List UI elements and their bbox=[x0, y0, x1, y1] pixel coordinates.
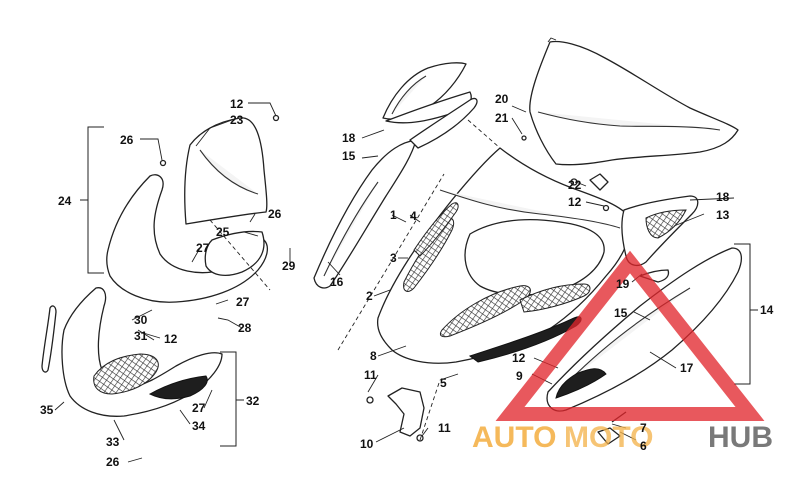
callout-9: 9 bbox=[516, 369, 523, 383]
callout-12: 12 bbox=[568, 195, 582, 209]
callout-32: 32 bbox=[246, 394, 260, 408]
watermark-logo: AUTO MOTO HUB bbox=[472, 250, 773, 454]
callout-12: 12 bbox=[512, 351, 526, 365]
watermark-triangle bbox=[495, 250, 765, 421]
callout-24: 24 bbox=[58, 194, 72, 208]
callout-18: 18 bbox=[342, 131, 356, 145]
callout-12: 12 bbox=[230, 97, 244, 111]
side-trim-strip bbox=[313, 97, 478, 289]
group-brackets bbox=[80, 126, 758, 447]
callout-14: 14 bbox=[760, 303, 774, 317]
windshield bbox=[529, 37, 739, 166]
watermark-text-hub: HUB bbox=[708, 421, 773, 454]
callout-28: 28 bbox=[238, 321, 252, 335]
callout-29: 29 bbox=[282, 259, 296, 273]
callout-10: 10 bbox=[360, 437, 374, 451]
left-windscreen bbox=[184, 117, 268, 225]
watermark-text-auto: AUTO bbox=[472, 421, 556, 454]
callout-20: 20 bbox=[495, 92, 509, 106]
left-cowl bbox=[106, 174, 269, 303]
callout-30: 30 bbox=[134, 313, 148, 327]
callout-26: 26 bbox=[120, 133, 134, 147]
watermark-text-moto: MOTO bbox=[564, 421, 653, 454]
callout-26: 26 bbox=[106, 455, 120, 469]
callout-15: 15 bbox=[614, 306, 628, 320]
callout-2: 2 bbox=[366, 289, 373, 303]
callout-33: 33 bbox=[106, 435, 120, 449]
callout-labels: 12 23 26 24 26 25 27 29 27 28 30 31 12 3… bbox=[40, 92, 774, 469]
upper-trim-left bbox=[382, 62, 472, 124]
callout-22: 22 bbox=[568, 178, 582, 192]
callout-27: 27 bbox=[236, 295, 250, 309]
callout-25: 25 bbox=[216, 225, 230, 239]
callout-5: 5 bbox=[440, 376, 447, 390]
callout-34: 34 bbox=[192, 419, 206, 433]
callout-13: 13 bbox=[716, 208, 730, 222]
callout-8: 8 bbox=[370, 349, 377, 363]
callout-17: 17 bbox=[680, 361, 694, 375]
callout-11: 11 bbox=[438, 421, 451, 435]
callout-3: 3 bbox=[390, 251, 397, 265]
lower-front bbox=[41, 287, 223, 417]
callout-18: 18 bbox=[716, 190, 730, 204]
callout-26: 26 bbox=[268, 207, 282, 221]
callout-16: 16 bbox=[330, 275, 344, 289]
callout-31: 31 bbox=[134, 329, 148, 343]
callout-15: 15 bbox=[342, 149, 356, 163]
callout-27: 27 bbox=[192, 401, 206, 415]
callout-21: 21 bbox=[495, 111, 509, 125]
callout-7: 7 bbox=[640, 421, 647, 435]
callout-1: 1 bbox=[390, 208, 397, 222]
callout-4: 4 bbox=[410, 209, 417, 223]
dashed-guides bbox=[209, 119, 501, 441]
callout-19: 19 bbox=[616, 277, 630, 291]
callout-27: 27 bbox=[196, 241, 210, 255]
callout-12: 12 bbox=[164, 332, 178, 346]
mounting-bracket bbox=[366, 387, 425, 442]
callout-35: 35 bbox=[40, 403, 54, 417]
leader-lines bbox=[54, 102, 735, 463]
callout-11: 11 bbox=[364, 368, 377, 382]
callout-23: 23 bbox=[230, 113, 244, 127]
callout-6: 6 bbox=[640, 439, 647, 453]
